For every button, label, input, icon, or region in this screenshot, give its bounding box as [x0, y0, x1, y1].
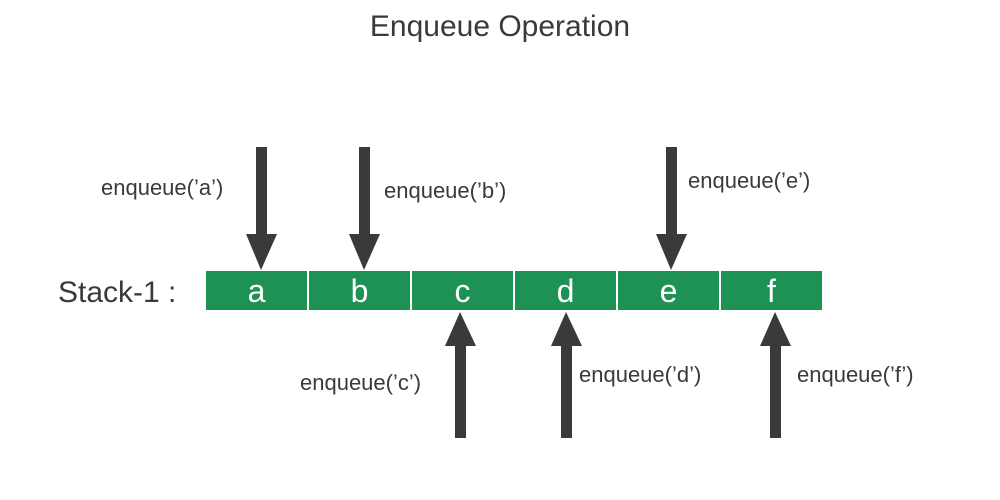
- arrow-up-d: [551, 312, 582, 438]
- enqueue-e-label: enqueue(’e’): [688, 168, 811, 193]
- arrow-up-c: [445, 312, 476, 438]
- enqueue-f-label: enqueue(’f’): [797, 362, 914, 387]
- arrow-up-f: [760, 312, 791, 438]
- arrow-down-a: [246, 147, 277, 270]
- arrow-down-b: [349, 147, 380, 270]
- enqueue-c-label: enqueue(’c’): [300, 370, 422, 395]
- diagram-title: Enqueue Operation: [369, 10, 631, 43]
- stack-cells: a b c d e f: [206, 271, 822, 310]
- stack-cell-d: d: [515, 271, 616, 310]
- enqueue-a-label: enqueue(’a’): [101, 175, 224, 200]
- enqueue-d-label: enqueue(’d’): [579, 362, 702, 387]
- arrow-down-e: [656, 147, 687, 270]
- stack-cell-a: a: [206, 271, 307, 310]
- stack-cell-f: f: [721, 271, 822, 310]
- stack-cell-c: c: [412, 271, 513, 310]
- enqueue-b-label: enqueue(’b’): [384, 178, 507, 203]
- stack-cell-b: b: [309, 271, 410, 310]
- stack-cell-e: e: [618, 271, 719, 310]
- stack-label: Stack-1 :: [58, 276, 177, 309]
